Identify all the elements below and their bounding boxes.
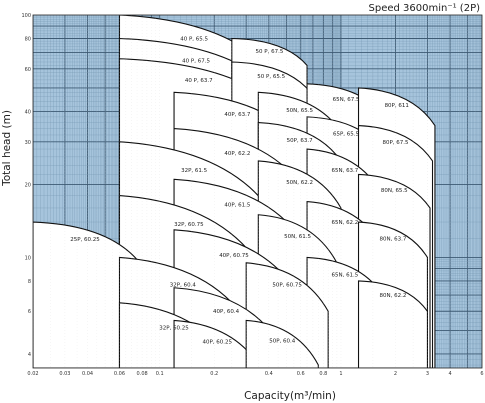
chart-subtitle: Speed 3600min⁻¹ (2P) — [369, 3, 481, 14]
y-tick-label: 10 — [25, 255, 31, 261]
zones — [33, 15, 436, 368]
zone-label: 65N, 63.7 — [331, 168, 358, 174]
zone-label: 50N, 65.5 — [286, 108, 313, 114]
zone-grid — [33, 15, 482, 368]
y-tick-label: 4 — [28, 352, 31, 358]
x-tick-label: 0.6 — [297, 371, 305, 377]
x-tick-label: 0.8 — [319, 371, 327, 377]
zone-label: 40 P, 63.7 — [185, 78, 213, 84]
y-axis-label: Total head (m) — [1, 110, 13, 187]
zone-label: 65N, 62.2 — [331, 220, 358, 226]
zone-label: 65N, 61.5 — [331, 273, 358, 279]
x-tick-label: 0.04 — [82, 371, 93, 377]
zone-label: 32P, 60.25 — [159, 325, 189, 331]
x-tick-label: 3 — [426, 371, 429, 377]
zone-label: 40 P, 67.5 — [182, 58, 210, 64]
zone-label: 80P, 611 — [385, 103, 409, 109]
x-tick-label: 6 — [480, 371, 483, 377]
zone-label: 50P, 60.4 — [269, 338, 296, 344]
zone-label: 80N, 62.2 — [380, 293, 407, 299]
zone-label: 50 P, 67.5 — [256, 49, 284, 55]
x-tick-label: 0.03 — [59, 371, 70, 377]
zone-label: 40 P, 65.5 — [180, 36, 208, 42]
zone-label: 25P, 60.25 — [70, 237, 100, 243]
zone-label: 40P, 63.7 — [224, 112, 251, 118]
x-tick-label: 0.2 — [210, 371, 218, 377]
x-tick-label: 1 — [339, 371, 342, 377]
zone-label: 50 P, 65.5 — [257, 74, 285, 80]
x-tick-label: 4 — [448, 371, 451, 377]
zone-label: 65N, 67.5 — [333, 97, 360, 103]
x-tick-label: 0.4 — [265, 371, 273, 377]
zone-area — [245, 319, 319, 368]
zone-label: 32P, 60.75 — [174, 222, 204, 228]
y-tick-label: 8 — [28, 279, 31, 285]
zone-label: 32P, 61.5 — [181, 168, 208, 174]
zone-label: 80N, 65.5 — [381, 188, 408, 194]
zone-label: 65P, 65.5 — [333, 131, 360, 137]
y-tick-label: 6 — [28, 309, 31, 315]
zone-label: 32P, 60.4 — [170, 282, 197, 288]
plot-frame — [32, 14, 483, 369]
y-tick-label: 100 — [21, 13, 31, 19]
zone-area — [357, 280, 428, 368]
x-tick-label: 2 — [394, 371, 397, 377]
y-tick-label: 40 — [25, 109, 31, 115]
x-axis-label: Capacity(m³/min) — [244, 390, 336, 402]
x-tick-label: 0.02 — [27, 371, 38, 377]
y-tick-label: 80 — [25, 36, 31, 42]
zone-label: 80P, 67.5 — [382, 140, 409, 146]
zone-label: 40P, 60.4 — [213, 309, 240, 315]
x-tick-label: 0.1 — [156, 371, 164, 377]
y-tick-label: 30 — [25, 140, 31, 146]
zone-label: 40P, 60.75 — [219, 253, 249, 259]
zone-label: 80N, 63.7 — [380, 236, 407, 242]
zone-label: 40P, 61.5 — [224, 203, 251, 209]
x-tick-label: 0.06 — [114, 371, 125, 377]
zone-label: 50P, 63.7 — [287, 138, 314, 144]
zone-label: 40P, 62.2 — [224, 151, 250, 157]
zone-label: 40P, 60.25 — [203, 340, 233, 346]
zone-label: 50N, 62.2 — [286, 180, 313, 186]
zone-label: 50N, 61.5 — [284, 234, 311, 240]
y-tick-label: 60 — [25, 67, 31, 73]
x-tick-label: 0.08 — [137, 371, 148, 377]
zone-label: 50P, 60.75 — [272, 282, 302, 288]
plot-area: 25P, 60.25 32P, 60.25 32P, 60.4 32P, 60.75 3… — [21, 13, 483, 377]
y-tick-label: 20 — [25, 182, 31, 188]
